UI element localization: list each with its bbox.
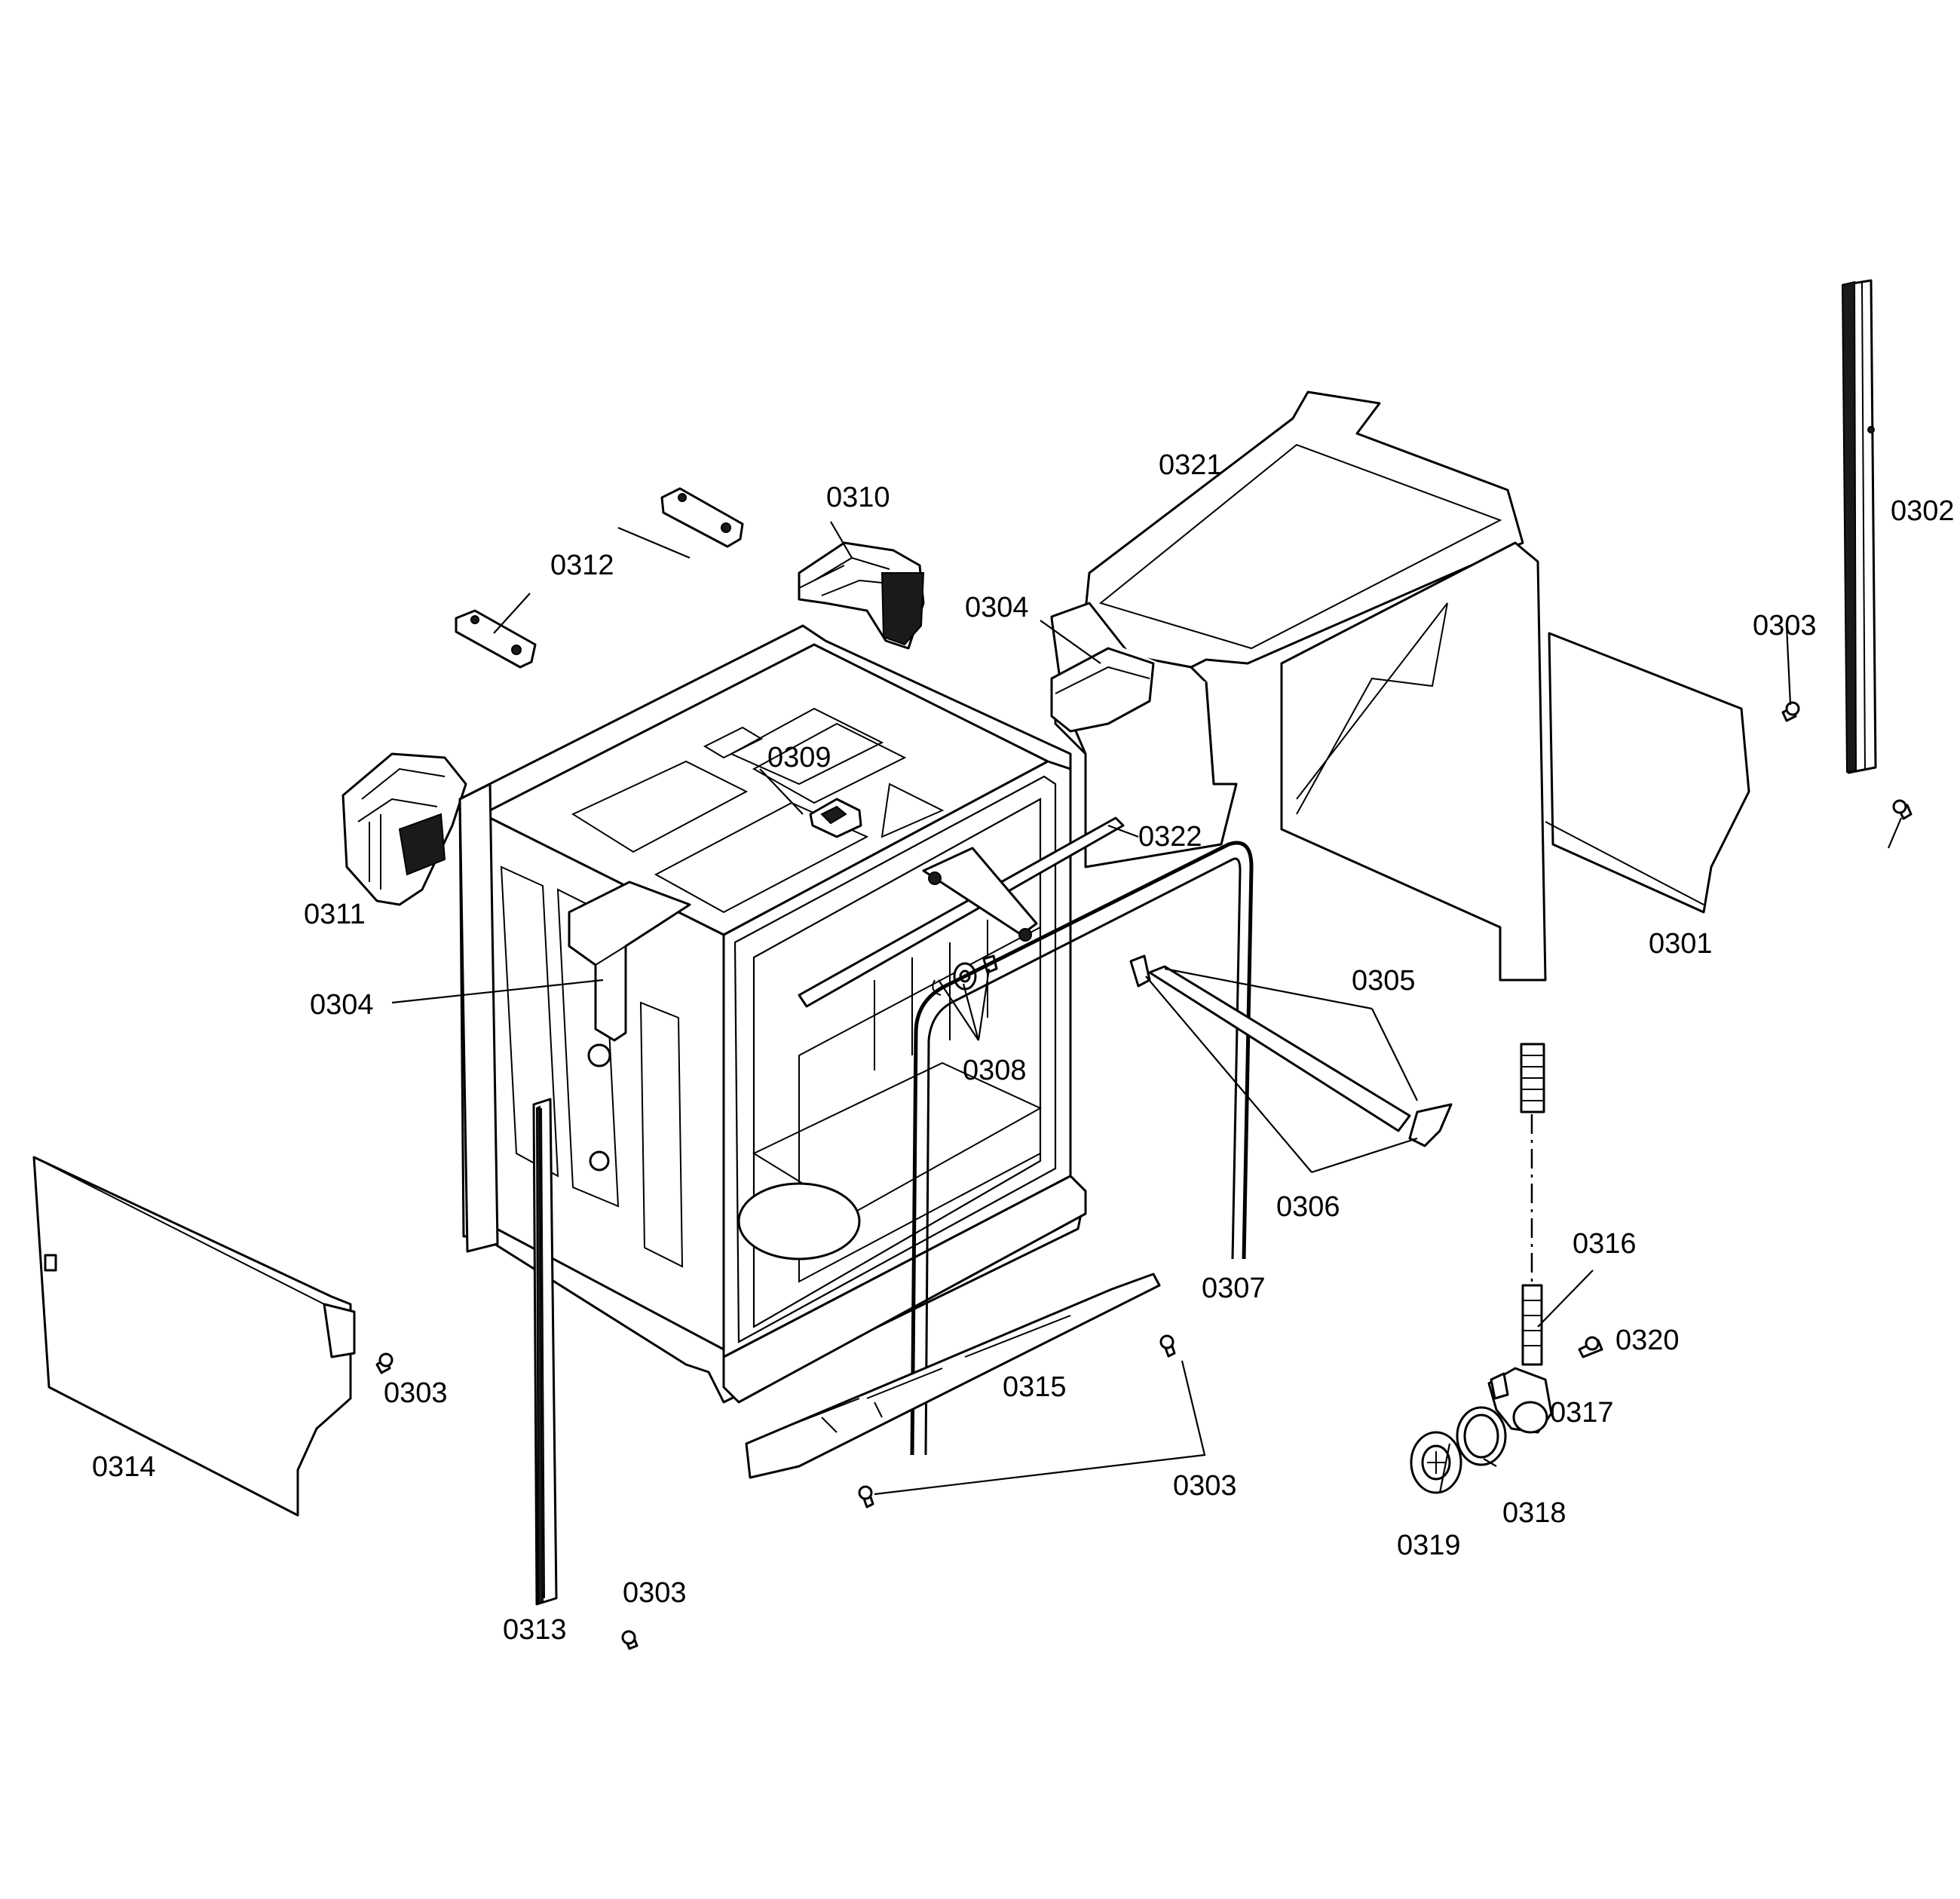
part-0314-toe-kick-panel bbox=[32, 1156, 356, 1517]
part-0319-cap bbox=[1410, 1431, 1462, 1494]
part-0316-hose bbox=[1520, 1043, 1545, 1366]
part-0322-rail bbox=[798, 816, 1125, 1008]
callout-0310: 0310 bbox=[826, 482, 890, 513]
part-0315-base-plate bbox=[745, 1273, 1161, 1479]
screw-0303-bottom-right bbox=[1159, 1334, 1176, 1358]
callout-0309: 0309 bbox=[767, 742, 831, 773]
part-0302-side-trim bbox=[1841, 279, 1877, 774]
screw-0303-left bbox=[375, 1352, 394, 1374]
part-0311-hinge-bracket bbox=[341, 752, 467, 906]
callout-0311: 0311 bbox=[304, 899, 366, 930]
callout-0305: 0305 bbox=[1352, 965, 1416, 997]
callout-0316: 0316 bbox=[1573, 1228, 1637, 1260]
screw-0303-right-lower bbox=[1892, 799, 1913, 820]
callout-0321: 0321 bbox=[1159, 449, 1223, 481]
part-0317-nipple-elbow bbox=[1487, 1367, 1553, 1434]
callout-0315: 0315 bbox=[1003, 1371, 1067, 1403]
callout-0319: 0319 bbox=[1397, 1530, 1461, 1561]
callout-0317: 0317 bbox=[1550, 1397, 1614, 1429]
part-0312-cover-plate-lower bbox=[455, 609, 537, 669]
part-0307-door-gasket bbox=[910, 841, 1254, 1456]
callout-0318: 0318 bbox=[1502, 1497, 1566, 1529]
screw-0303-bottom-left bbox=[621, 1630, 639, 1650]
callout-0308: 0308 bbox=[963, 1055, 1027, 1086]
callout-0306: 0306 bbox=[1276, 1191, 1340, 1223]
part-0312-cover-plate-upper bbox=[660, 487, 744, 548]
callout-0304: 0304 bbox=[965, 592, 1029, 623]
callout-0303: 0303 bbox=[1173, 1470, 1237, 1502]
part-0304-bracket-left bbox=[568, 881, 691, 1042]
callout-0301: 0301 bbox=[1649, 928, 1713, 960]
callout-0322: 0322 bbox=[1138, 821, 1202, 853]
part-0310-hinge-bracket bbox=[798, 541, 925, 650]
callout-0303: 0303 bbox=[1753, 610, 1817, 642]
callout-0320: 0320 bbox=[1615, 1325, 1680, 1356]
part-0309-clip bbox=[809, 798, 862, 838]
screw-0303-bottom-center bbox=[858, 1485, 874, 1508]
callout-0303: 0303 bbox=[623, 1577, 687, 1609]
leader-lines bbox=[391, 521, 1903, 1496]
part-0305-rail-arm bbox=[1148, 965, 1453, 1147]
callout-0303: 0303 bbox=[384, 1377, 448, 1409]
callout-0312: 0312 bbox=[550, 550, 614, 581]
callout-0313: 0313 bbox=[503, 1614, 567, 1646]
callout-0314: 0314 bbox=[92, 1451, 156, 1483]
part-0318-ring bbox=[1456, 1406, 1507, 1466]
callout-0302: 0302 bbox=[1891, 495, 1955, 527]
callout-0307: 0307 bbox=[1202, 1273, 1266, 1304]
part-0306-rail-end bbox=[1129, 954, 1151, 988]
part-0313-side-strip bbox=[532, 1098, 558, 1606]
part-0304-bracket-right bbox=[1050, 647, 1155, 733]
callout-labels: 0321 0302 0310 0304 0312 0303 0309 0322 … bbox=[92, 449, 1955, 1646]
callout-0304: 0304 bbox=[310, 989, 374, 1021]
screw-0303-right-upper bbox=[1781, 701, 1800, 722]
part-0320-screw bbox=[1578, 1336, 1603, 1358]
